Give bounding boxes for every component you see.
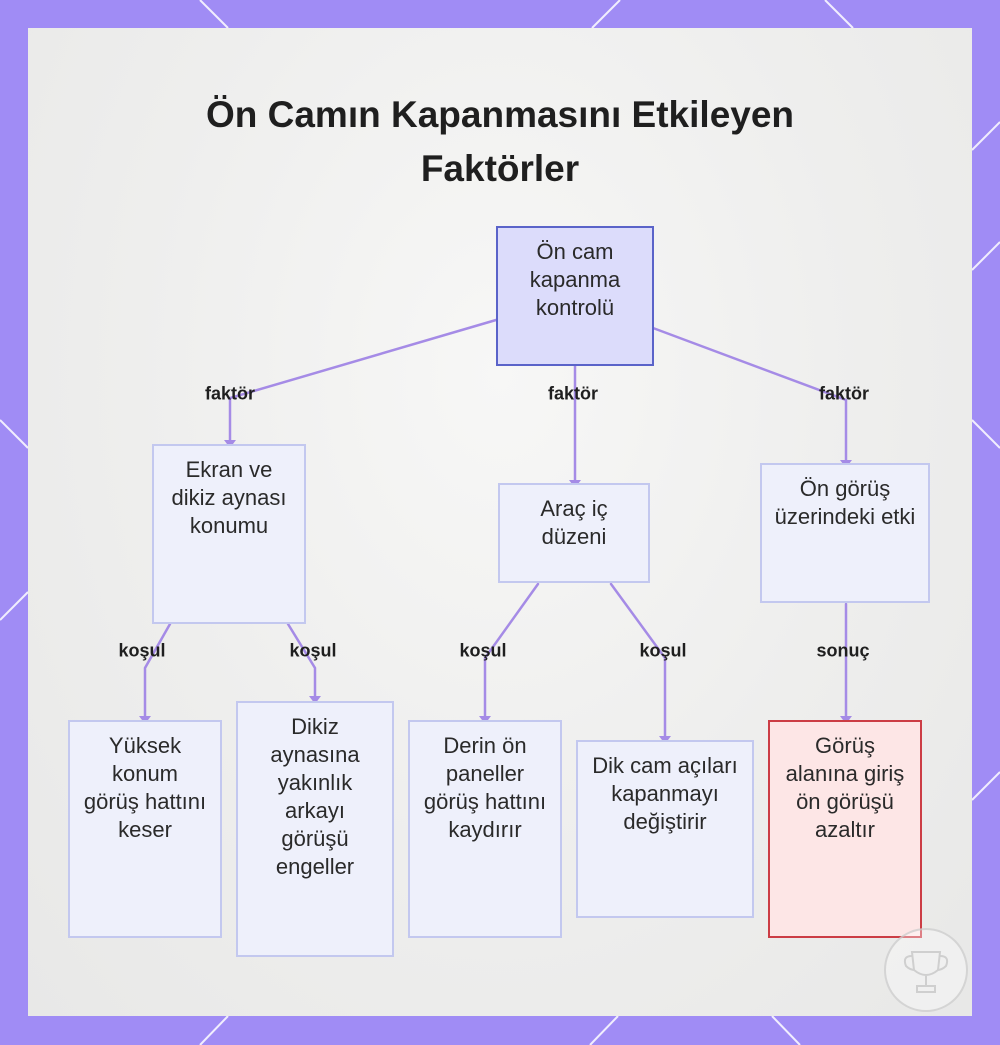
node-mirror-proximity: Dikiz aynasına yakınlık arkayı görüşü en… bbox=[236, 701, 394, 957]
edge-label-condition-3: koşul bbox=[459, 641, 506, 662]
diagram-card: Ön Camın Kapanmasını Etkileyen Faktörler bbox=[28, 28, 972, 1016]
edge-root-mirror bbox=[230, 320, 496, 442]
node-high-position: Yüksek konum görüş hattını keser bbox=[68, 720, 222, 938]
node-steep-glass-label: Dik cam açıları kapanmayı değiştirir bbox=[590, 752, 740, 836]
edge-label-factor-1: faktör bbox=[205, 384, 255, 405]
node-mirror-position-label: Ekran ve dikiz aynası konumu bbox=[166, 456, 292, 540]
node-visual-intrusion: Görüş alanına giriş ön görüşü azaltır bbox=[768, 720, 922, 938]
node-windshield-control: Ön cam kapanma kontrolü bbox=[496, 226, 654, 366]
node-mirror-position: Ekran ve dikiz aynası konumu bbox=[152, 444, 306, 624]
node-mirror-proximity-label: Dikiz aynasına yakınlık arkayı görüşü en… bbox=[250, 713, 380, 881]
edge-root-forward bbox=[653, 328, 846, 462]
node-high-position-label: Yüksek konum görüş hattını keser bbox=[82, 732, 208, 844]
node-deep-panels: Derin ön paneller görüş hattını kaydırır bbox=[408, 720, 562, 938]
node-deep-panels-label: Derin ön paneller görüş hattını kaydırır bbox=[422, 732, 548, 844]
edge-mirror-high bbox=[145, 624, 170, 718]
node-interior-layout-label: Araç iç düzeni bbox=[512, 495, 636, 551]
edge-label-condition-1: koşul bbox=[118, 641, 165, 662]
edge-label-condition-2: koşul bbox=[289, 641, 336, 662]
trophy-seal-icon bbox=[884, 928, 968, 1012]
node-visual-intrusion-label: Görüş alanına giriş ön görüşü azaltır bbox=[782, 732, 908, 844]
edge-label-result: sonuç bbox=[816, 641, 869, 662]
node-windshield-control-label: Ön cam kapanma kontrolü bbox=[510, 238, 640, 322]
edge-label-factor-2: faktör bbox=[548, 384, 598, 405]
edge-label-factor-3: faktör bbox=[819, 384, 869, 405]
node-forward-effect: Ön görüş üzerindeki etki bbox=[760, 463, 930, 603]
node-steep-glass: Dik cam açıları kapanmayı değiştirir bbox=[576, 740, 754, 918]
node-forward-effect-label: Ön görüş üzerindeki etki bbox=[774, 475, 916, 531]
edge-label-condition-4: koşul bbox=[639, 641, 686, 662]
node-interior-layout: Araç iç düzeni bbox=[498, 483, 650, 583]
